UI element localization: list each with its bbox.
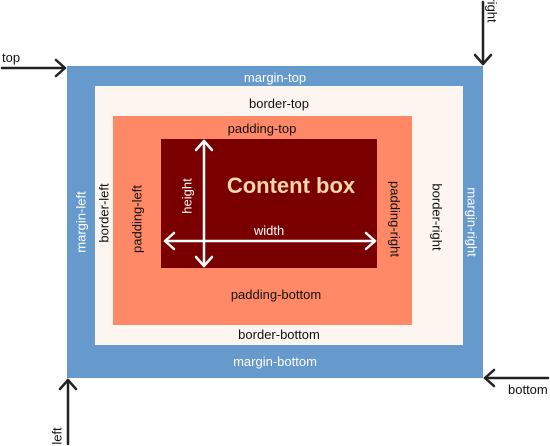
margin-bottom-label: margin-bottom [233,354,317,369]
border-top-label: border-top [249,96,309,111]
padding-bottom-label: padding-bottom [230,287,322,302]
width-label: width [253,223,285,238]
right-arrow [473,0,493,66]
right-corner-label: right [484,0,500,23]
left-arrow [58,378,78,446]
top-corner-label: top [2,50,21,65]
content-box [161,139,377,268]
left-corner-label: left [49,427,65,445]
margin-top-label: margin-top [243,70,307,85]
bottom-corner-label: bottom [508,382,548,397]
width-arrow [163,231,377,251]
bottom-arrow [483,368,550,388]
border-bottom-label: border-bottom [238,327,320,342]
top-arrow [0,58,67,78]
content-box-label: Content box [226,173,356,198]
padding-top-label: padding-top [227,121,297,136]
height-arrow [194,139,214,268]
